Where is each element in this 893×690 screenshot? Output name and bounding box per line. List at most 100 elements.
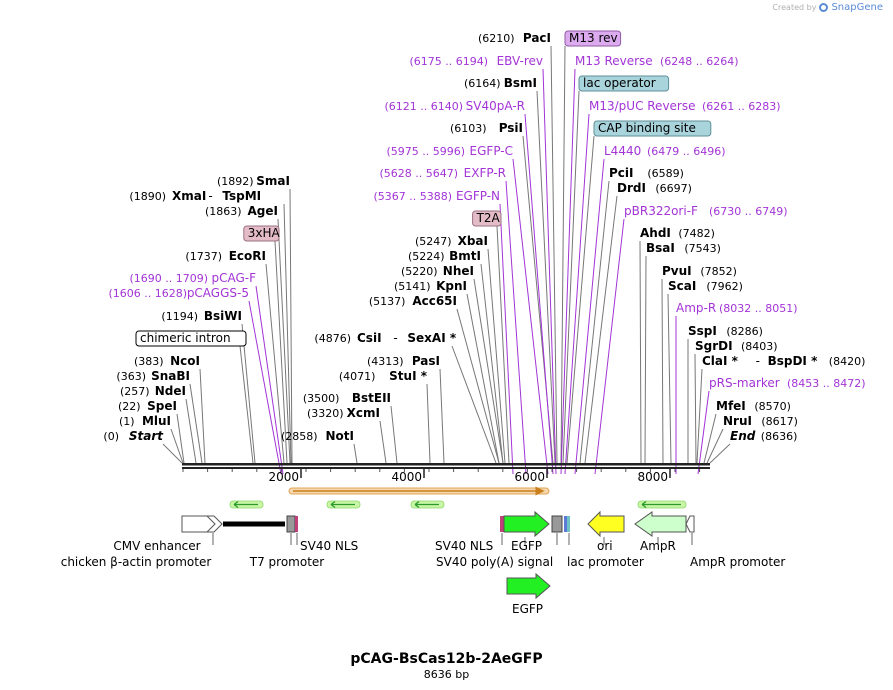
- ha3x-name: 3xHA: [248, 226, 281, 240]
- cap-name: CAP binding site: [598, 121, 696, 135]
- ndei-name: NdeI: [155, 384, 186, 398]
- paci-coord: (6210): [478, 32, 515, 45]
- xcmi-leader-line: [379, 420, 387, 464]
- spei-coord: (22): [118, 400, 141, 413]
- bmti-name: BmtI: [449, 249, 481, 263]
- exfpr-coord: (5628 .. 5647): [379, 167, 458, 180]
- csii-sep: -: [393, 331, 397, 345]
- ori-shape: [587, 510, 625, 538]
- pcagf-leader-line: [255, 285, 284, 475]
- egfpc-coord: (5975 .. 5996): [386, 145, 465, 158]
- ncoi-leader-line: [199, 368, 206, 464]
- end-name: End: [730, 429, 756, 443]
- start-coord: (0): [103, 430, 119, 443]
- scai-name: ScaI: [668, 279, 696, 293]
- drdi-leader-line: [584, 195, 618, 464]
- paci-leader-line: [550, 45, 558, 464]
- snabi-name: SnaBI: [151, 369, 190, 383]
- pbr322-name: pBR322ori-F: [624, 204, 698, 218]
- m13rev-name: M13 rev: [569, 31, 618, 45]
- pcii-leader-line: [579, 180, 610, 464]
- m13reverse-name: M13 Reverse: [575, 54, 653, 68]
- t2a-box: [472, 210, 502, 227]
- pvui-coord: (7852): [700, 265, 737, 278]
- kpni-name: KpnI: [436, 279, 467, 293]
- acc65i-leader-line: [456, 308, 500, 464]
- m13reverse-coord: (6248 .. 6264): [660, 55, 739, 68]
- bsmi-leader-line: [536, 90, 556, 464]
- egfp-1-shape: [503, 510, 550, 538]
- exfpr-leader-line: [505, 180, 527, 475]
- snapgene-credit: Created by SnapGene: [772, 2, 883, 13]
- xcmi-coord: (3320): [307, 407, 344, 420]
- lacop-box: [578, 75, 670, 92]
- start-name: Start: [129, 429, 164, 443]
- pcaggs5-name: pCAGGS-5: [187, 286, 249, 300]
- pasi-leader-line: [439, 368, 445, 464]
- clai-leader-line: [696, 368, 703, 464]
- xmai-alt-name: TspMI: [222, 189, 261, 203]
- xmai-sep: -: [208, 189, 212, 203]
- pasi-name: PasI: [412, 354, 440, 368]
- pbr322-coord: (6730 .. 6749): [709, 205, 788, 218]
- m13puc-name: M13/pUC Reverse: [589, 99, 696, 113]
- sv40-polya-shape: [551, 515, 563, 533]
- pcagf-name: pCAG-F: [211, 271, 256, 285]
- ahdi-coord: (7482): [678, 227, 715, 240]
- ncoi-name: NcoI: [170, 354, 200, 368]
- mlui-name: MluI: [142, 414, 171, 428]
- m13rev-leader-line: [560, 45, 566, 464]
- ahdi-leader-line: [639, 240, 642, 464]
- mlui-leader-line: [170, 428, 184, 464]
- cap-leader-line: [566, 135, 595, 464]
- pvui-leader-line: [661, 278, 664, 464]
- bmti-leader-line: [480, 263, 504, 464]
- sgrdi-name: SgrDI: [695, 339, 733, 353]
- spei-leader-line: [176, 413, 185, 464]
- nrui-leader-line: [706, 428, 724, 464]
- ndei-coord: (257): [120, 385, 150, 398]
- ecori-name: EcoRI: [229, 249, 266, 263]
- mfei-leader-line: [703, 413, 717, 464]
- pcaggs5-leader-line: [248, 300, 282, 475]
- sgrdi-coord: (8403): [741, 340, 778, 353]
- axis-tick-label-2000: 2000: [268, 470, 299, 484]
- l4440-coord: (6479 .. 6496): [647, 145, 726, 158]
- cmv-enhancer-label: CMV enhancer: [113, 539, 200, 553]
- ecori-coord: (1737): [185, 250, 222, 263]
- pcii-coord: (6589): [647, 167, 684, 180]
- sv40-nls-1-label: SV40 NLS: [300, 539, 358, 553]
- sgrdi-leader-line: [694, 353, 697, 464]
- agei-name: AgeI: [248, 204, 278, 218]
- acc65i-coord: (5137): [369, 295, 406, 308]
- lac-operator-shape: [564, 516, 567, 532]
- ampr-promoter-label: AmpR promoter: [690, 555, 785, 569]
- m13reverse-leader-line: [560, 68, 576, 475]
- ha3x-box: [243, 225, 280, 242]
- scai-coord: (7962): [706, 280, 743, 293]
- bsai-leader-line: [644, 255, 647, 464]
- end-leader-line: [709, 443, 731, 464]
- end-coord: (8636): [761, 430, 798, 443]
- ebvrev-name: EBV-rev: [497, 54, 543, 68]
- nhei-name: NheI: [443, 264, 474, 278]
- snapgene-logo-icon: [819, 3, 829, 12]
- xmai-leader-line: [283, 203, 292, 464]
- chimeric-name: chimeric intron: [140, 331, 231, 345]
- bmti-coord: (5224): [408, 250, 445, 263]
- feature-leaders: [212, 533, 693, 545]
- scai-leader-line: [667, 293, 672, 464]
- nhei-leader-line: [473, 278, 504, 464]
- psii-name: PsiI: [499, 121, 523, 135]
- m13rev-box: [564, 30, 622, 47]
- ampr-promoter-shape: [685, 515, 695, 533]
- spei-name: SpeI: [147, 399, 177, 413]
- ndei-leader-line: [185, 398, 197, 464]
- bsiwi-coord: (1194): [161, 310, 198, 323]
- egfp-2-label: EGFP: [512, 602, 543, 616]
- bsteii-coord: (3500): [303, 392, 340, 405]
- psii-coord: (6103): [450, 122, 487, 135]
- sv40par-coord: (6121 .. 6140): [384, 100, 463, 113]
- clai-name: ClaI *: [702, 354, 739, 368]
- noti-coord: (2858): [281, 430, 318, 443]
